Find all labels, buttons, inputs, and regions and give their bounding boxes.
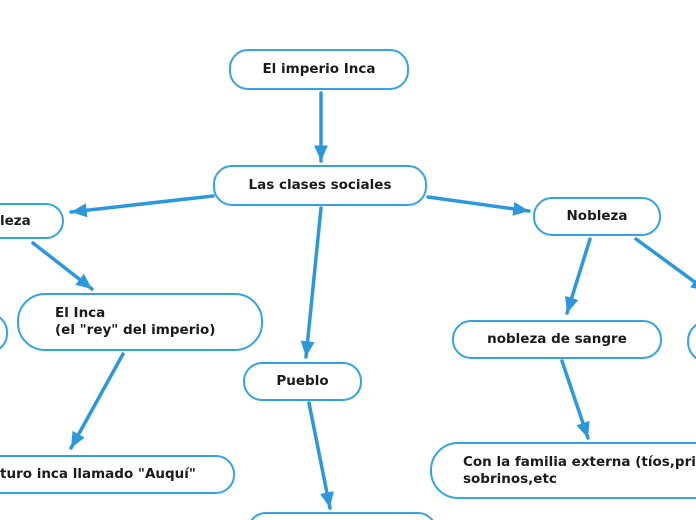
node-label-line2: (el "rey" del imperio) bbox=[55, 322, 216, 338]
node-label: El imperio Inca bbox=[262, 61, 376, 77]
node-nobleza[interactable]: Nobleza bbox=[533, 197, 661, 236]
node-label: leza bbox=[0, 212, 31, 229]
node-offscreen-bottom-partial[interactable] bbox=[247, 512, 437, 520]
arrow-sangre-to-familia bbox=[560, 359, 590, 440]
node-label: Pueblo bbox=[276, 373, 329, 389]
node-label: nobleza de sangre bbox=[487, 331, 627, 347]
node-familia-externa-clipped[interactable]: Con la familia externa (tíos,pri sobrino… bbox=[430, 442, 696, 499]
arrow-pueblo-to-offscreen-bottom bbox=[307, 401, 334, 510]
arrow-nobleza-to-sangre bbox=[564, 237, 592, 315]
node-label-line1: El Inca bbox=[55, 305, 106, 321]
node-nobleza-de-sangre[interactable]: nobleza de sangre bbox=[452, 320, 662, 359]
node-label: Las clases sociales bbox=[248, 177, 392, 193]
arrow-clases-to-pueblo bbox=[300, 206, 323, 359]
node-auqui-clipped[interactable]: turo inca llamado "Auquí" bbox=[0, 455, 235, 494]
node-label-line1: Con la familia externa (tíos,pri bbox=[463, 453, 696, 470]
node-label: turo inca llamado "Auquí" bbox=[0, 466, 196, 482]
arrow-realeza-to-elinca bbox=[31, 241, 94, 291]
arrow-elinca-to-auqui bbox=[69, 352, 125, 450]
node-las-clases-sociales[interactable]: Las clases sociales bbox=[213, 165, 427, 206]
node-el-inca[interactable]: El Inca (el "rey" del imperio) bbox=[17, 293, 263, 351]
node-label: Nobleza bbox=[566, 208, 628, 224]
arrow-nobleza-to-offscreen-right bbox=[634, 237, 696, 291]
arrow-clases-to-nobleza bbox=[426, 195, 531, 216]
node-realeza-clipped[interactable]: leza bbox=[0, 203, 64, 239]
node-label-line2: sobrinos,etc bbox=[463, 470, 557, 487]
arrow-clases-to-realeza bbox=[69, 194, 215, 218]
node-el-imperio-inca[interactable]: El imperio Inca bbox=[229, 49, 409, 90]
node-pueblo[interactable]: Pueblo bbox=[243, 362, 362, 401]
